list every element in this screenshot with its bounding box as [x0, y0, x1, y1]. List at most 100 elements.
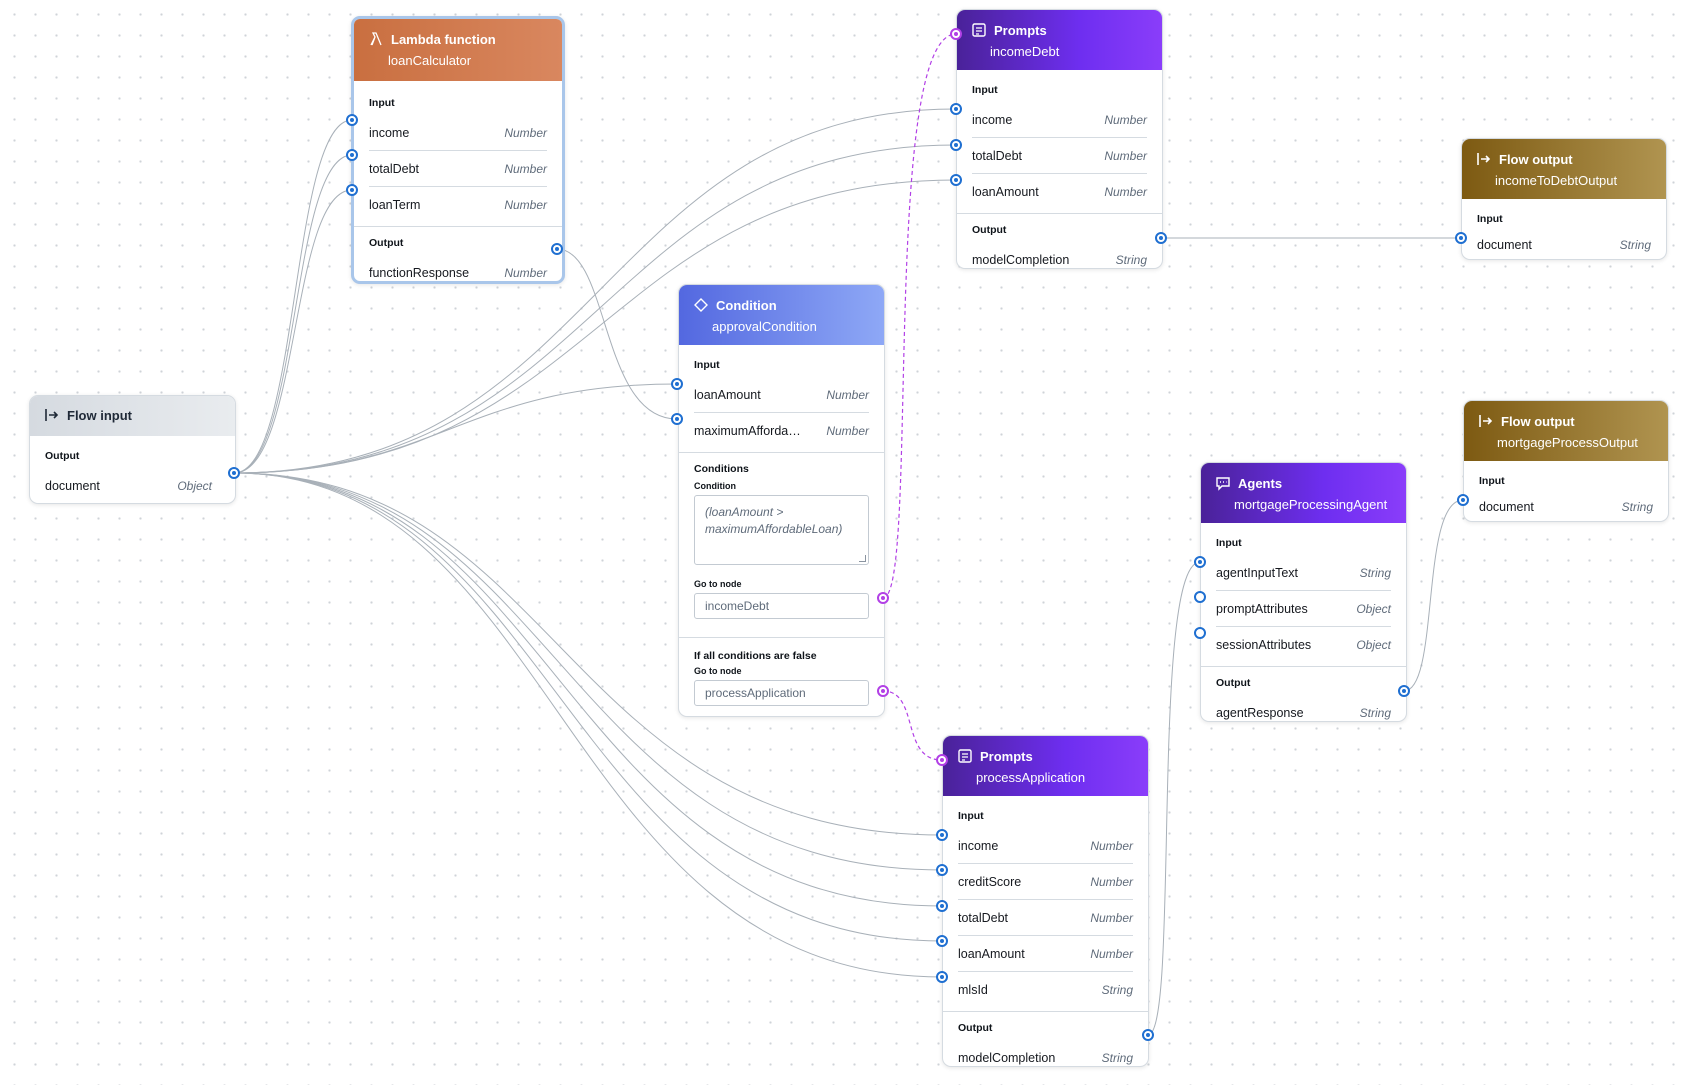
- condition-header: Condition approvalCondition: [679, 285, 884, 345]
- output-section-label: Output: [1216, 677, 1251, 689]
- port-type: String: [1359, 565, 1391, 580]
- port-type: Number: [826, 387, 869, 402]
- prompt-income-debt-condition-port[interactable]: [950, 28, 962, 40]
- prompt-income-debt-income-port[interactable]: [950, 103, 962, 115]
- prompt-process-application-condition-port[interactable]: [936, 754, 948, 766]
- edge-condition-to-incomedebt: [882, 33, 957, 599]
- prompt-input-row: income Number: [972, 102, 1147, 138]
- flow-output-income-to-debt-node[interactable]: Flow output incomeToDebtOutput Input doc…: [1461, 138, 1667, 260]
- condition-input-row: maximumAfforda…Number: [694, 413, 869, 448]
- divider: [679, 637, 884, 638]
- port-name: loanAmount: [972, 184, 1039, 199]
- port-type: String: [1359, 705, 1391, 720]
- condition-loanamount-port[interactable]: [671, 378, 683, 390]
- flow-input-node[interactable]: Flow input Output document Object: [29, 395, 236, 504]
- port-name: loanAmount: [694, 387, 761, 402]
- input-section-label: Input: [369, 97, 395, 109]
- port-name: creditScore: [958, 874, 1022, 889]
- port-name: income: [972, 112, 1013, 127]
- default-goto-node-input[interactable]: processApplication: [694, 680, 869, 706]
- port-name: promptAttributes: [1216, 601, 1308, 616]
- port-name: totalDebt: [972, 148, 1023, 163]
- port-type: Number: [504, 197, 547, 212]
- port-type: Number: [504, 265, 547, 280]
- flow-output-type-label: Flow output: [1501, 413, 1575, 429]
- condition-node-name: approvalCondition: [712, 319, 817, 334]
- lambda-function-node[interactable]: Lambda function loanCalculator Input inc…: [351, 16, 565, 284]
- prompt-income-debt-loanamount-port[interactable]: [950, 174, 962, 186]
- edge-modelcompletion-to-agent: [1147, 561, 1201, 1036]
- divider: [679, 452, 884, 453]
- prompt-process-mlsid-port[interactable]: [936, 971, 948, 983]
- port-name: agentInputText: [1216, 565, 1299, 580]
- condition-node[interactable]: Condition approvalCondition Input loanAm…: [678, 284, 885, 717]
- prompt-income-debt-output-port[interactable]: [1155, 232, 1167, 244]
- edge-agentresponse-to-mortgage-output: [1403, 499, 1464, 692]
- input-section-label: Input: [1479, 475, 1505, 487]
- flow-output-mortgage-document-port[interactable]: [1457, 494, 1469, 506]
- port-type: Number: [1090, 838, 1133, 853]
- flow-input-document-port[interactable]: [228, 467, 240, 479]
- divider: [354, 226, 562, 227]
- lambda-functionresponse-port[interactable]: [551, 243, 563, 255]
- edge-document-to-lambda-income: [233, 119, 353, 474]
- prompt-output-row: modelCompletion String: [958, 1040, 1133, 1075]
- condition-maximumaffordable-port[interactable]: [671, 413, 683, 425]
- agent-chat-icon: [1216, 477, 1230, 491]
- condition-default-port[interactable]: [877, 685, 889, 697]
- port-type: Number: [1104, 112, 1147, 127]
- prompt-node-name: incomeDebt: [990, 44, 1060, 59]
- agent-node[interactable]: Agents mortgageProcessingAgent Input age…: [1200, 462, 1407, 722]
- flow-output-icon: [1479, 415, 1493, 427]
- port-name: totalDebt: [369, 161, 420, 176]
- agent-sessionattributes-port[interactable]: [1194, 627, 1206, 639]
- lambda-header: Lambda function loanCalculator: [354, 19, 562, 81]
- input-section-label: Input: [958, 810, 984, 822]
- port-type: Object: [177, 478, 212, 493]
- input-section-label: Input: [1477, 213, 1503, 225]
- condition-goto-port[interactable]: [877, 592, 889, 604]
- agent-input-row: agentInputText String: [1216, 555, 1391, 591]
- flow-output-mortgage-process-node[interactable]: Flow output mortgageProcessOutput Input …: [1463, 400, 1669, 522]
- input-section-label: Input: [1216, 537, 1242, 549]
- divider: [1201, 666, 1406, 667]
- port-name: modelCompletion: [958, 1050, 1056, 1065]
- prompt-income-debt-totaldebt-port[interactable]: [950, 139, 962, 151]
- prompt-process-output-port[interactable]: [1142, 1029, 1154, 1041]
- port-name: agentResponse: [1216, 705, 1304, 720]
- agent-promptattributes-port[interactable]: [1194, 591, 1206, 603]
- port-type: String: [1101, 1050, 1133, 1065]
- lambda-income-port[interactable]: [346, 114, 358, 126]
- goto-node-input[interactable]: incomeDebt: [694, 593, 869, 619]
- edge-document-to-condition-loanamount: [233, 383, 678, 474]
- edge-functionresponse-to-condition: [556, 248, 678, 420]
- divider: [943, 1011, 1148, 1012]
- output-section-label: Output: [972, 224, 1007, 236]
- agent-response-port[interactable]: [1398, 685, 1410, 697]
- condition-label: Condition: [694, 481, 736, 491]
- input-section-label: Input: [694, 359, 720, 371]
- prompt-node-name: processApplication: [976, 770, 1086, 785]
- flow-output-header: Flow output incomeToDebtOutput: [1462, 139, 1666, 199]
- lambda-totaldebt-port[interactable]: [346, 149, 358, 161]
- condition-expression-input[interactable]: (loanAmount > maximumAffordableLoan): [694, 495, 869, 565]
- prompt-process-creditscore-port[interactable]: [936, 864, 948, 876]
- lambda-loanterm-port[interactable]: [346, 184, 358, 196]
- prompt-process-totaldebt-port[interactable]: [936, 900, 948, 912]
- agent-inputtext-port[interactable]: [1194, 556, 1206, 568]
- port-name: sessionAttributes: [1216, 637, 1312, 652]
- port-name: income: [369, 125, 410, 140]
- flow-output-income-document-port[interactable]: [1455, 232, 1467, 244]
- prompt-process-loanamount-port[interactable]: [936, 935, 948, 947]
- goto-node-label: Go to node: [694, 579, 742, 589]
- condition-diamond-icon: [694, 298, 708, 312]
- default-goto-node-label: Go to node: [694, 666, 742, 676]
- flow-input-header: Flow input: [30, 396, 235, 436]
- prompt-process-income-port[interactable]: [936, 829, 948, 841]
